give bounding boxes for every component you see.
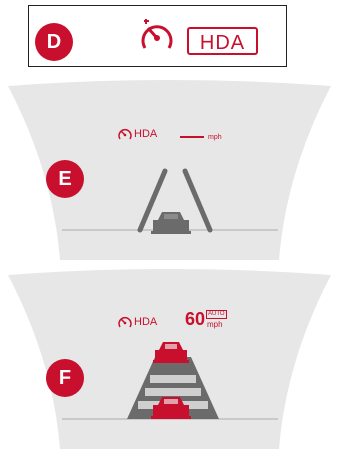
badge-f: F [46, 359, 84, 397]
speedometer-icon [117, 127, 133, 143]
speed-unit: mph [207, 320, 223, 329]
badge-d: D [35, 23, 73, 61]
speed-camera-icon [137, 18, 177, 58]
hda-label: HDA [134, 316, 157, 328]
set-speed-value: 60 [185, 309, 205, 330]
own-vehicle-icon [151, 395, 191, 419]
hda-indicator: HDA [187, 27, 258, 55]
hda-label: HDA [134, 128, 157, 140]
speedometer-icon [117, 315, 133, 331]
auto-tag: AUTO [206, 310, 227, 319]
speed-unit: mph [208, 134, 222, 141]
speed-placeholder-dash [180, 136, 204, 138]
lead-vehicle-icon [153, 341, 189, 363]
lead-vehicle-icon [151, 210, 191, 234]
badge-e: E [46, 160, 84, 198]
panel-f: HDA 60 AUTO mph [0, 265, 339, 449]
